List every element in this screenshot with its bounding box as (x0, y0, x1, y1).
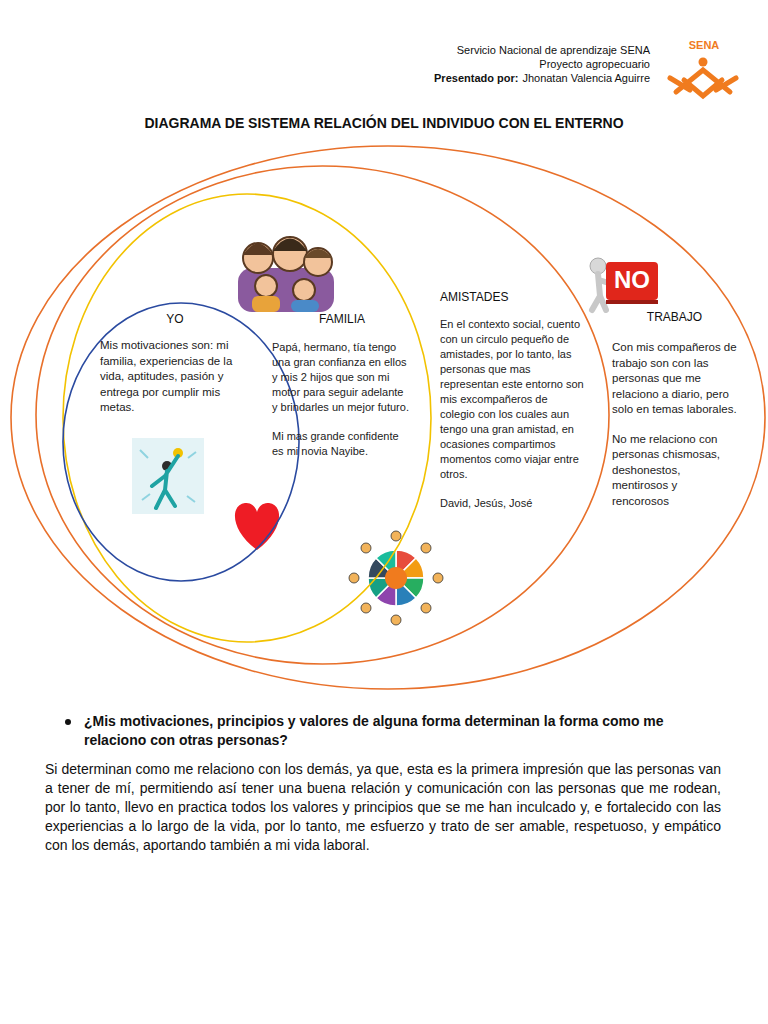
graphic-part (243, 243, 273, 273)
graphic-part (304, 248, 332, 276)
graphic-part (699, 58, 708, 67)
graphic-part (349, 573, 359, 583)
graphic-part (421, 543, 431, 553)
self-circle: Mis motivaciones son: mi familia, experi… (62, 302, 300, 582)
question-bullet: ¿Mis motivaciones, principios y valores … (84, 712, 724, 750)
no-sign-picture (590, 258, 658, 310)
ellipse-line (63, 194, 431, 642)
graphic-part (243, 244, 273, 256)
node-body: No me relaciono con personas chismosas, … (612, 432, 737, 510)
context-ellipse: En el contexto social, cuento con un cir… (35, 165, 610, 665)
text-column: En el contexto social, cuento con un cir… (440, 317, 585, 525)
graphic-part (391, 615, 401, 625)
text-column: Papá, hermano, tía tengo una gran confia… (272, 340, 412, 473)
ellipse-line (36, 166, 609, 664)
header-line: Proyecto agropecuario (539, 57, 650, 71)
graphic-part (361, 543, 371, 553)
diagram-title: DIAGRAMA DE SISTEMA RELACIÓN DEL INDIVID… (0, 115, 768, 131)
graphic-part (606, 262, 658, 300)
graphic-part (255, 275, 277, 297)
heart-icon (235, 503, 279, 550)
sena-logo (670, 58, 736, 97)
graphic-part (361, 603, 371, 613)
graphic-part (304, 249, 332, 258)
team-circle-picture (349, 531, 443, 625)
no-sign-text: NO (606, 266, 658, 293)
graphic-part (421, 603, 431, 613)
header-line: Servicio Nacional de aprendizaje SENA (457, 43, 650, 57)
graphic-part (433, 573, 443, 583)
text-column: Con mis compañeros de trabajo son con la… (612, 340, 737, 523)
node-heading: YO (100, 312, 250, 328)
graphic-part (670, 78, 736, 90)
graphic-part (132, 438, 204, 514)
bullet-dot (65, 719, 71, 725)
node-body: En el contexto social, cuento con un cir… (440, 317, 585, 482)
header-key: Presentado por: (434, 71, 518, 85)
family-picture (238, 237, 334, 312)
graphic-part (152, 456, 178, 508)
dancer-picture (132, 438, 204, 514)
graphic-part (606, 300, 658, 304)
ellipse-outline (10, 145, 766, 690)
graphic-part (391, 531, 401, 541)
node-heading: FAMILIA (272, 312, 412, 328)
graphic-part (273, 237, 307, 271)
graphic-part (293, 279, 315, 301)
graphic-part (273, 239, 307, 252)
node-body: David, Jesús, José (440, 496, 585, 511)
node-body: Con mis compañeros de trabajo son con la… (612, 340, 737, 418)
graphic-part (349, 531, 443, 625)
node-body: Papá, hermano, tía tengo una gran confia… (272, 340, 412, 415)
text-column: Mis motivaciones son: mi familia, experi… (100, 338, 250, 430)
node-heading: AMISTADES (440, 290, 585, 306)
author-name: Jhonatan Valencia Aguirre (522, 71, 650, 85)
ellipse-outline (62, 193, 432, 643)
answer-paragraph: Si determinan como me relaciono con los … (45, 760, 721, 855)
node-body: Mis motivaciones son: mi familia, experi… (100, 338, 250, 416)
graphic-part (252, 296, 280, 312)
graphic-part (291, 300, 319, 312)
logo-text: SENA (676, 38, 732, 52)
graphic-part (352, 534, 440, 622)
context-ellipse: Papá, hermano, tía tengo una gran confia… (62, 193, 432, 643)
graphic-part (385, 567, 407, 589)
node-body: Mi mas grande confidente es mi novia Nay… (272, 429, 412, 459)
node-heading: TRABAJO (612, 310, 737, 326)
ellipse-line (11, 146, 765, 689)
ellipse-line (63, 303, 299, 581)
context-ellipse: Con mis compañeros de trabajo son con la… (10, 145, 766, 690)
